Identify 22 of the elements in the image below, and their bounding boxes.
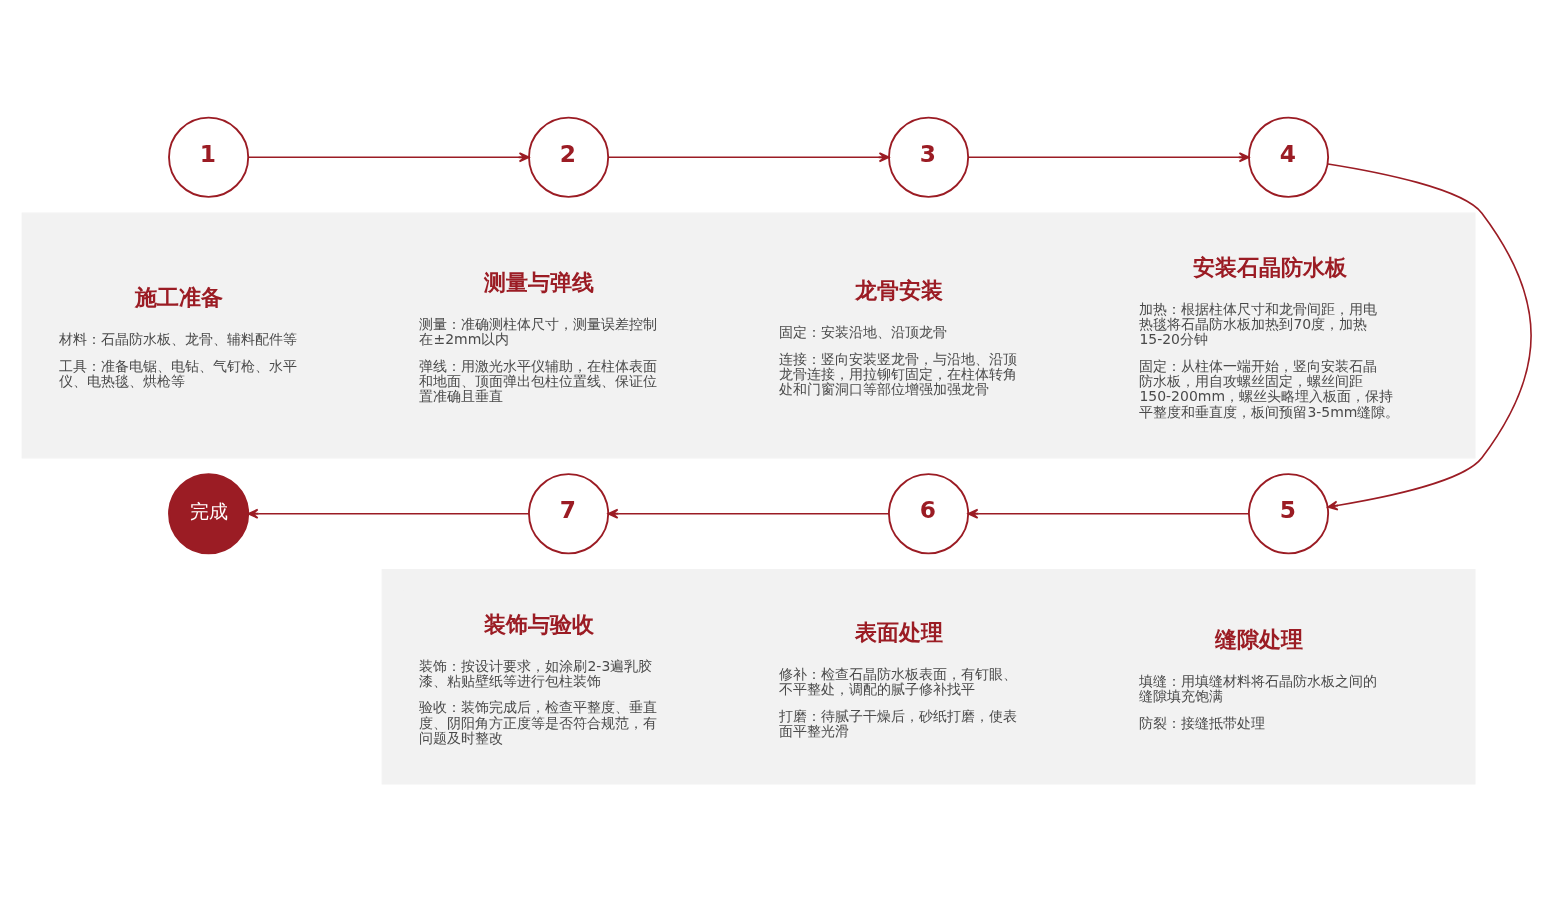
node-circle: 3 [888, 116, 970, 198]
arrow [967, 151, 1250, 162]
node-text: 装饰与验收 装饰：按设计要求，如涂刷2-3遍乳胶漆、粘贴壁纸等进行包柱装饰 验收：装饰完成后，检查平整度、垂直度、阴阳角方正度等是否符合规范，有问题及时整改 [419, 610, 658, 746]
arrow [1327, 162, 1532, 511]
arrow [607, 151, 890, 162]
arrow [967, 508, 1250, 519]
node-circle: 6 [888, 472, 970, 554]
node-text: 安装石晶防水板 加热：根据柱体尺寸和龙骨间距，用电热毯将石晶防水板加热到70度，加热15-20分钟 固定：从柱体一端开始，竖向安装石晶防水板，用自攻螺丝固定，螺丝间距150-200mm，螺丝头略埋入板面，保持平整度和垂直度，板间预留3-5mm缝隙。 [1139, 253, 1400, 420]
node-circle: 7 [528, 472, 610, 554]
node-circle: 1 [168, 116, 250, 198]
node-text: 表面处理 修补：检查石晶防水板表面，有钉眼、不平整处，调配的腻子修补找平 打磨：待腻子干燥后，砂纸打磨，使表面平整光滑 [779, 618, 1018, 739]
node-text: 缝隙处理 填缝：用填缝材料将石晶防水板之间的缝隙填充饱满 防裂：接缝抵带处理 [1139, 625, 1378, 731]
arrow [247, 151, 530, 162]
node-text: 测量与弹线 测量：准确测柱体尺寸，测量误差控制在±2mm以内 弹线：用激光水平仪辅助，在柱体表面和地面、顶面弹出包柱位置线、保证位置准确且垂直 [419, 268, 658, 404]
node-circle: 5 [1248, 472, 1330, 554]
arrow [607, 508, 890, 519]
node-circle: 4 [1248, 116, 1330, 198]
node-circle: 2 [528, 116, 610, 198]
node-text: 施工准备 材料：石晶防水板、龙骨、辅料配件等 工具：准备电锯、电钻、气钉枪、水平仪、电热毯、烘枪等 [59, 283, 298, 389]
node-text: 龙骨安装 固定：安装沿地、沿顶龙骨 连接：竖向安装竖龙骨，与沿地、沿顶龙骨连接，用拉铆钉固定，在柱体转角处和门窗洞口等部位增强加强龙骨 [779, 276, 1018, 397]
arrow [247, 508, 530, 519]
node-circle: 完成 [168, 472, 250, 554]
